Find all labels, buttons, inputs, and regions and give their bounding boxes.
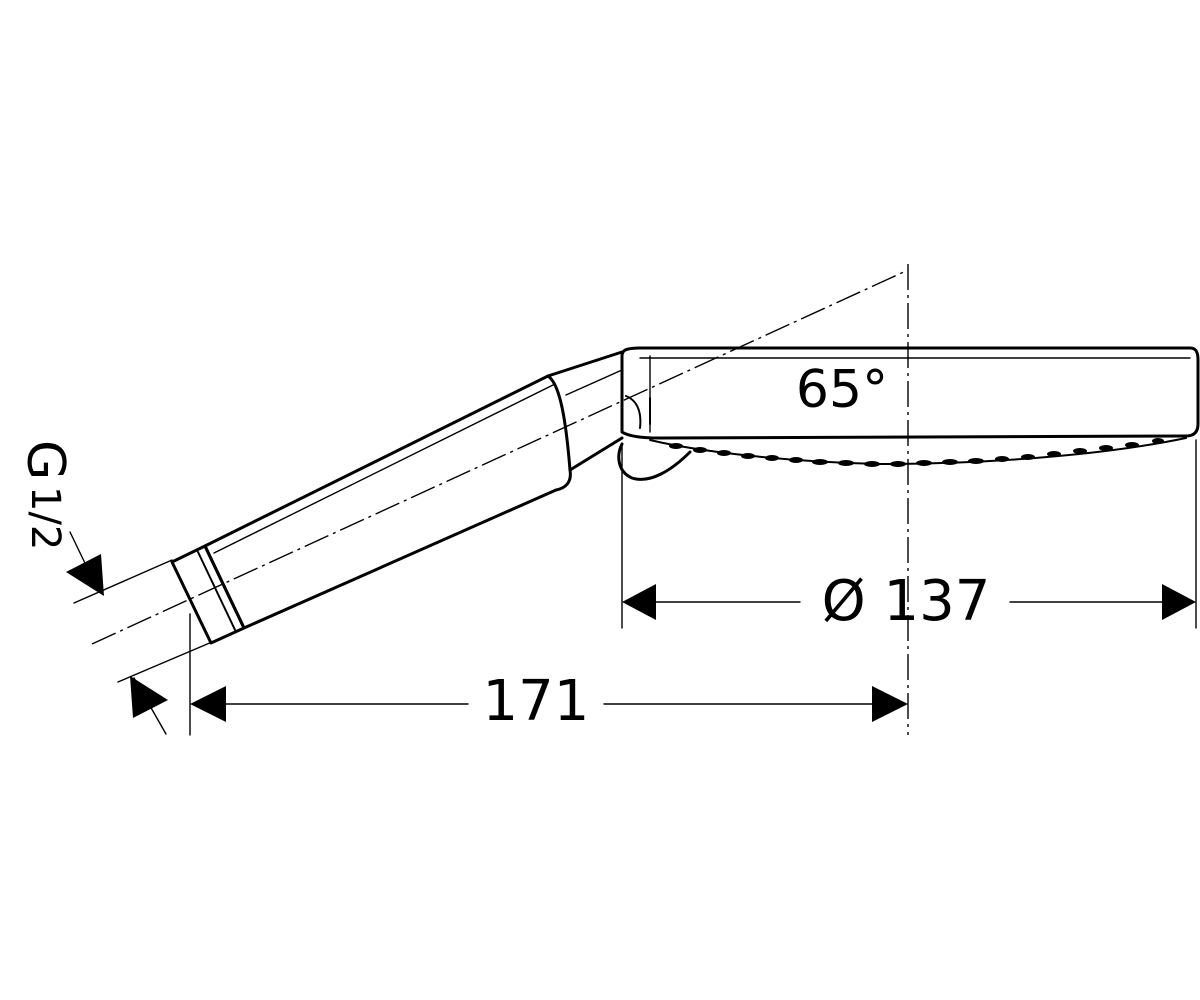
- handle-neck: [546, 350, 624, 472]
- length-label: 171: [483, 669, 590, 734]
- diameter-arrow-left: [622, 584, 656, 620]
- thread-dimension: [66, 531, 213, 735]
- thread-extension-upper: [73, 559, 173, 604]
- length-arrow-right: [872, 686, 908, 722]
- head-nozzles: [669, 438, 1164, 467]
- center-lines: [91, 264, 909, 735]
- thread-arrow-upper: [66, 554, 104, 596]
- head-swivel-bracket: [617, 442, 692, 481]
- thread-extension-lower: [117, 641, 213, 683]
- length-arrow-left: [190, 686, 226, 722]
- head-outline: [620, 346, 1200, 440]
- handle-connector: [170, 544, 246, 645]
- handle-highlight: [213, 384, 554, 554]
- thread-label-g: G: [15, 440, 75, 480]
- thread-label-fraction: 1/2: [22, 486, 68, 550]
- shower-head: [617, 346, 1200, 481]
- length-dimension: [189, 613, 908, 736]
- connector-ring-line: [197, 551, 237, 633]
- angle-label: 65°: [796, 360, 888, 420]
- thread-label: G 1/2: [15, 440, 75, 550]
- handle-body: [203, 374, 572, 630]
- neck-joint-detail: [625, 395, 642, 429]
- neck-inner-line: [565, 369, 623, 396]
- thread-arrow-lower: [130, 676, 168, 718]
- head-nozzle-face: [649, 437, 1187, 465]
- diameter-label: Ø 137: [822, 569, 991, 634]
- handle-axis-line: [91, 269, 909, 645]
- diameter-arrow-right: [1162, 584, 1196, 620]
- diameter-dimension: [621, 439, 1197, 629]
